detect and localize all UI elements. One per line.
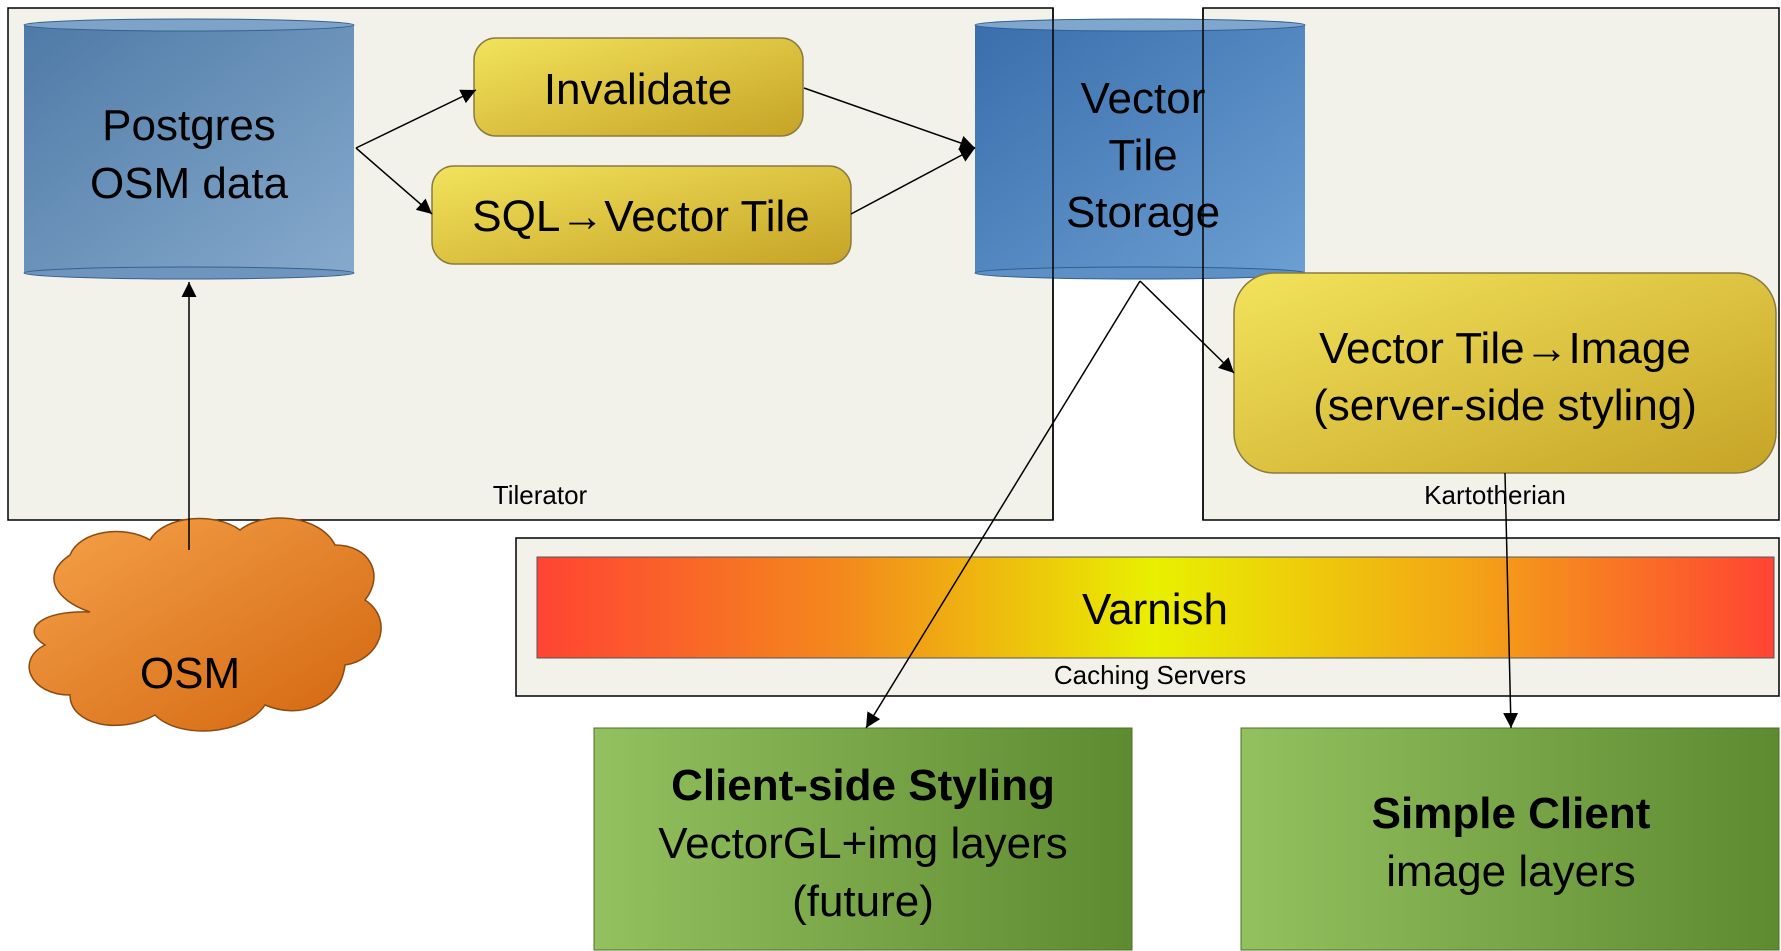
arrow-storage-to-renderer — [1139, 280, 1235, 374]
arrow-postgres-to-invalidate — [355, 89, 477, 149]
postgres-label-line2: OSM data — [90, 159, 289, 208]
invalidate-label: Invalidate — [544, 65, 732, 114]
osm-label: OSM — [140, 649, 240, 698]
sql-vector-tile-process: SQL→Vector Tile — [431, 165, 852, 265]
sql-vector-tile-label: SQL→Vector Tile — [472, 192, 809, 241]
varnish-label: Varnish — [1082, 585, 1228, 634]
arrow-storage-to-client-side — [865, 280, 1141, 729]
kartotherian-label: Kartotherian — [1424, 480, 1566, 510]
arrow-sql-to-storage — [850, 147, 976, 215]
vector-tile-to-image-process: Vector Tile→Image (server-side styling) — [1233, 272, 1777, 474]
client-side-line1: VectorGL+img layers — [658, 819, 1068, 868]
client-side-styling-box: Client-side Styling VectorGL+img layers … — [593, 727, 1133, 951]
vector-tile-storage: Vector Tile Storage — [974, 18, 1306, 280]
simple-client-line1: image layers — [1386, 847, 1635, 896]
arrow-renderer-to-simple-client — [1503, 472, 1519, 729]
postgres-database: Postgres OSM data — [23, 18, 355, 280]
osm-cloud: OSM — [28, 517, 382, 732]
caching-servers-container: Varnish Caching Servers — [515, 537, 1780, 697]
arrow-invalidate-to-storage — [803, 87, 976, 151]
invalidate-process: Invalidate — [473, 37, 804, 137]
storage-label-line2: Tile — [1108, 131, 1177, 180]
tilerator-label: Tilerator — [493, 480, 588, 510]
simple-client-title: Simple Client — [1372, 789, 1651, 838]
postgres-label-line1: Postgres — [102, 101, 276, 150]
arrow-postgres-to-sql — [355, 147, 433, 215]
simple-client-box: Simple Client image layers — [1240, 727, 1780, 951]
storage-label-line1: Vector — [1081, 74, 1206, 123]
client-side-title: Client-side Styling — [671, 761, 1055, 810]
vector-image-label-line1: Vector Tile→Image — [1319, 324, 1691, 373]
connectors — [181, 87, 1519, 729]
client-side-line2: (future) — [792, 877, 934, 926]
caching-servers-label: Caching Servers — [1054, 660, 1246, 690]
storage-label-line3: Storage — [1066, 188, 1220, 237]
vector-image-label-line2: (server-side styling) — [1313, 381, 1697, 430]
